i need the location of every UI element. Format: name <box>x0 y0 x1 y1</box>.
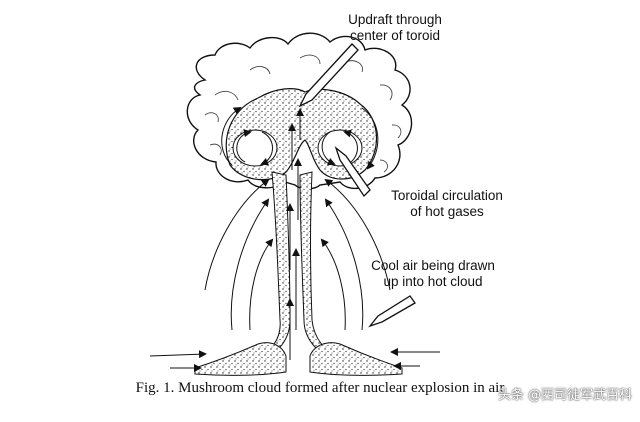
cool-air-label-line1: Cool air being drawn <box>358 258 508 274</box>
cool-air-label: Cool air being drawn up into hot cloud <box>358 258 508 290</box>
toroidal-label-line2: of hot gases <box>372 204 522 220</box>
cool-air-label-line2: up into hot cloud <box>358 274 508 290</box>
updraft-label-line2: center of toroid <box>330 28 460 44</box>
toroidal-label-line1: Toroidal circulation <box>372 188 522 204</box>
stem-left-wall <box>255 172 290 362</box>
watermark: 头条 @西司徒军武百科 <box>498 384 632 403</box>
ground-debris-right <box>310 343 402 376</box>
updraft-label: Updraft through center of toroid <box>330 12 460 44</box>
cool-air-pointer <box>370 296 415 326</box>
toroidal-label: Toroidal circulation of hot gases <box>372 188 522 220</box>
updraft-label-line1: Updraft through <box>330 12 460 28</box>
stem-right-wall <box>300 172 342 362</box>
ground-debris-left <box>195 343 286 376</box>
